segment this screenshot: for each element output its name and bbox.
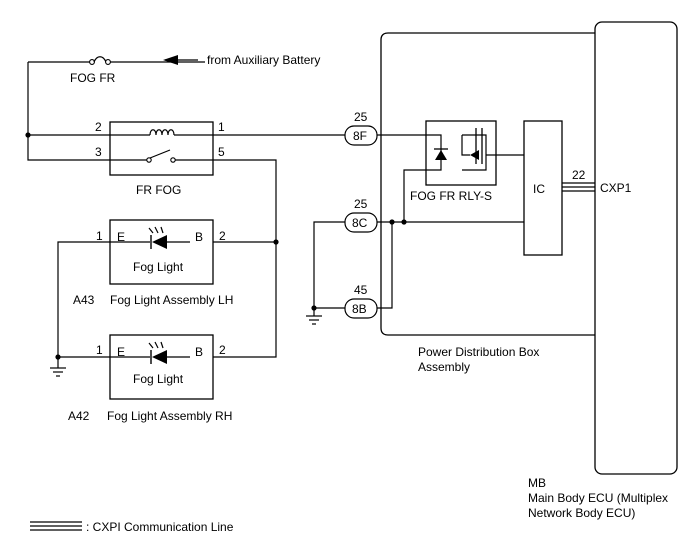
connector-8b-label: 8B [352,302,367,316]
pdb-ground-wire [313,221,345,316]
arrow-left-icon [163,55,198,65]
led-icon [110,226,190,249]
relay-pin-1: 1 [218,120,225,134]
pdb-wire-to-relay [403,169,426,222]
lh-term-b: B [195,230,203,244]
ecu-name-line2: Network Body ECU) [528,506,635,520]
fr-fog-relay-box [109,121,214,176]
relay-switch-icon [110,149,213,163]
fuse-symbol [89,56,111,65]
ecu-connector-label: CXP1 [600,181,632,195]
rh-code: A42 [68,409,90,423]
relay-coil-icon [110,129,213,136]
lh-pin-2: 2 [219,229,226,243]
ecu-name-line1: Main Body ECU (Multiplex [528,491,668,505]
junction-dot [389,219,395,225]
ground-icon [50,367,66,377]
led-icon [110,341,190,364]
wire-pin5-to-lamps [213,159,277,358]
pdb-wire-8b [377,222,393,309]
fog-light-lh-box [109,219,214,285]
legend-label: : CXPI Communication Line [86,520,234,534]
ground-icon [306,315,322,325]
junction-dot [273,239,279,245]
connector-8f-pin: 25 [354,110,368,124]
connector-8f-label: 8F [353,129,367,143]
relay-label: FR FOG [136,183,181,197]
relay-pin-3: 3 [95,145,102,159]
fuse-label: FOG FR [70,71,116,85]
source-label: from Auxiliary Battery [207,53,320,67]
rh-term-e: E [117,345,125,359]
rh-term-b: B [195,345,203,359]
rh-inner-label: Fog Light [133,372,184,386]
junction-dot [55,354,61,360]
relay-pin-5: 5 [218,145,225,159]
ecu-code: MB [528,476,546,490]
relay-pin-2: 2 [95,120,102,134]
lamp-ground-wire [57,241,110,368]
relay-diode-icon [426,134,448,171]
junction-dot [25,132,31,138]
lh-code: A43 [73,293,95,307]
rh-name: Fog Light Assembly RH [107,409,232,423]
main-body-ecu-box [594,21,678,475]
lh-term-e: E [117,230,125,244]
fog-light-rh-box [109,334,214,400]
fuse-circuit-wires [27,61,205,161]
ic-label: IC [533,182,545,196]
mosfet-icon [461,128,524,171]
pdb-name-line2: Assembly [418,360,470,374]
cxpi-legend-line-icon [30,521,82,531]
pdb-relay-label: FOG FR RLY-S [410,189,492,203]
junction-dot [401,219,407,225]
junction-dot [311,305,317,311]
pdb-name-line1: Power Distribution Box [418,345,539,359]
ecu-pin-22: 22 [572,168,586,182]
ic-box [523,120,563,256]
cxpi-line [562,182,597,192]
lh-name: Fog Light Assembly LH [110,293,233,307]
rh-pin-2: 2 [219,343,226,357]
connector-8c-label: 8C [352,216,368,230]
rh-pin-1: 1 [96,343,103,357]
connector-8b-pin: 45 [354,283,368,297]
fog-fr-relay-s-box [425,120,497,186]
lh-pin-1: 1 [96,229,103,243]
lh-inner-label: Fog Light [133,260,184,274]
connector-8c-pin: 25 [354,197,368,211]
